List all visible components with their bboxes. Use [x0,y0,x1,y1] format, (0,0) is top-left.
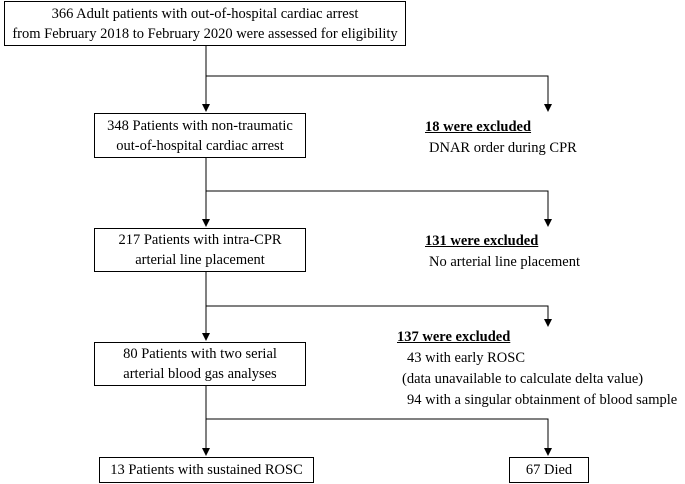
rosc-box: 13 Patients with sustained ROSC [99,457,314,483]
exclusion-1: 18 were excluded DNAR order during CPR [425,117,577,159]
two-abga-line-1: 80 Patients with two serial [123,346,277,362]
exclusion-3: 137 were excluded 43 with early ROSC (da… [397,327,677,411]
exclusion-2-head: 131 were excluded [425,233,539,249]
arterial-line-line-1: 217 Patients with intra-CPR [118,232,282,248]
nontraumatic-line-2: out-of-hospital cardiac arrest [116,137,284,154]
died-box: 67 Died [509,457,589,483]
exclusion-1-reason: DNAR order during CPR [429,140,577,156]
arterial-line-box: 217 Patients with intra-CPR arterial lin… [94,228,306,272]
connector-1-exclusion [206,75,552,112]
two-abga-line-2: arterial blood gas analyses [123,366,277,382]
exclusion-3-head: 137 were excluded [397,329,511,345]
arterial-line-line-2: arterial line placement [135,252,265,268]
nontraumatic-line-1: 348 Patients with non-traumatic [107,117,293,134]
connector-2-exclusion [206,190,552,227]
exclusion-3-reason-3: 94 with a singular obtainment of blood s… [407,392,678,408]
died-label: 67 Died [525,462,573,478]
exclusion-2-reason: No arterial line placement [429,254,580,270]
exclusion-1-head: 18 were excluded [425,119,532,135]
nontraumatic-box: 348 Patients with non-traumatic out-of-h… [94,113,306,158]
connector-3-exclusion [206,305,552,327]
assessed-line-2: from February 2018 to February 2020 were… [12,25,398,42]
rosc-label: 13 Patients with sustained ROSC [110,462,303,478]
exclusion-3-reason-1: 43 with early ROSC [407,350,526,366]
two-abga-box: 80 Patients with two serial arterial blo… [94,342,306,386]
connector-4-died [206,418,552,456]
assessed-box: 366 Adult patients with out-of-hospital … [4,1,406,46]
assessed-line-1: 366 Adult patients with out-of-hospital … [51,5,359,22]
exclusion-3-reason-2: (data unavailable to calculate delta val… [402,371,644,387]
exclusion-2: 131 were excluded No arterial line place… [425,231,580,273]
